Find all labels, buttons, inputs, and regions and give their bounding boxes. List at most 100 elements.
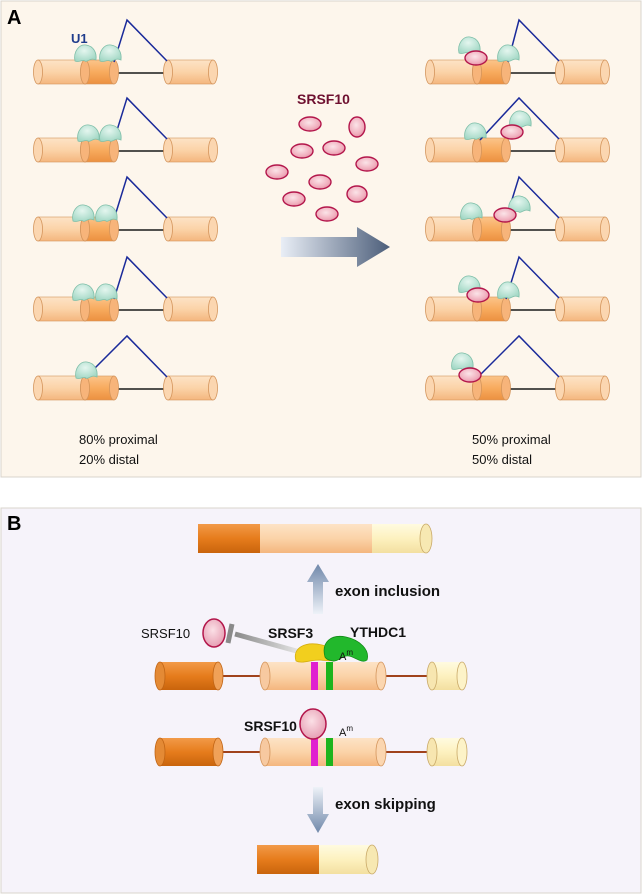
srsf10-protein [290, 143, 314, 159]
pre-mrna-inclusion [154, 661, 468, 691]
exon-2 [559, 137, 606, 163]
u1-snrnp [99, 124, 122, 142]
alt-exon-region-cap [80, 59, 90, 85]
product-exon-2 [260, 524, 372, 553]
alt-exon-region-cap [472, 216, 482, 242]
right-caption-proximal: 50% proximal [472, 432, 551, 447]
right-arrow [281, 227, 390, 267]
right-caption-distal: 50% distal [472, 452, 532, 467]
magenta-band [311, 738, 318, 766]
ythdc1-label: YTHDC1 [350, 624, 406, 640]
exon-2-end [208, 296, 218, 322]
alt-exon-region-end [501, 296, 511, 322]
exon-1 [429, 216, 478, 242]
exon-1-cap [425, 375, 435, 401]
product-exon-3 [372, 524, 426, 553]
exon-1-cap [33, 137, 43, 163]
exon-2-cap [163, 59, 173, 85]
alt-exon-region-end [109, 59, 119, 85]
exon-2 [559, 216, 606, 242]
exon-1 [160, 738, 218, 766]
green-band [326, 662, 333, 690]
alt-exon-region-cap [80, 296, 90, 322]
am-mark-bottom: Am [339, 724, 353, 739]
srsf10-protein [315, 206, 339, 222]
product-end-cap [365, 844, 379, 875]
srsf10-protein [355, 156, 379, 172]
exon-1 [429, 296, 478, 322]
exon-2-cap [555, 59, 565, 85]
exon-1-end [212, 661, 224, 691]
exon-1 [160, 662, 218, 690]
srsf10-protein [282, 191, 306, 207]
alt-exon-region-end [501, 137, 511, 163]
exon-2-cap [259, 737, 271, 767]
exon-3-cap [426, 661, 438, 691]
srsf10-label: SRSF10 [297, 91, 350, 107]
exon-1-cap [425, 216, 435, 242]
srsf10-bound-label: SRSF10 [244, 718, 297, 734]
u1-label: U1 [71, 31, 88, 46]
exon-2-cap [555, 216, 565, 242]
srsf10-inhibited-label: SRSF10 [141, 626, 190, 641]
exon-2-end [600, 375, 610, 401]
exon-2-cap [163, 137, 173, 163]
u1-snrnp [497, 44, 520, 62]
splicing-row [425, 18, 610, 85]
srsf10-protein [348, 116, 366, 138]
splice-junction [479, 96, 560, 141]
exon-2-end [375, 737, 387, 767]
exon-1-cap [33, 59, 43, 85]
srsf3-label: SRSF3 [268, 625, 313, 641]
ythdc1-protein [323, 635, 368, 662]
exon-2-cap [555, 296, 565, 322]
u1-snrnp [464, 122, 487, 140]
u1-snrnp [75, 361, 98, 379]
exon-2-cap [555, 375, 565, 401]
srsf10-protein-cloud [265, 116, 379, 222]
exon-1-cap [154, 661, 166, 691]
up-arrow [307, 564, 329, 614]
left-caption-distal: 20% distal [79, 452, 139, 467]
inhibition-line [234, 631, 301, 655]
product-exon-3 [319, 845, 372, 874]
splicing-row [425, 255, 610, 322]
splicing-row [33, 334, 218, 401]
exon-3-cap [426, 737, 438, 767]
u1-snrnp [72, 283, 95, 301]
alt-exon-region-end [109, 296, 119, 322]
alt-exon-region-end [109, 375, 119, 401]
exon-2 [559, 296, 606, 322]
srsf10-protein [346, 185, 368, 203]
srsf10-protein [322, 140, 346, 156]
exon-2 [265, 738, 381, 766]
srsf10-protein [466, 287, 490, 303]
product-exon-1 [198, 524, 260, 553]
u1-snrnp [95, 204, 118, 222]
exon-1-cap [425, 137, 435, 163]
exon-2 [167, 375, 214, 401]
exon-2 [559, 59, 606, 85]
alt-exon-region-cap [472, 137, 482, 163]
exon-2 [167, 296, 214, 322]
left-splicing-rows [33, 18, 218, 401]
splicing-row [33, 18, 218, 85]
splicing-row [33, 175, 218, 242]
exon-2 [265, 662, 381, 690]
u1-snrnp [95, 283, 118, 301]
exon-1 [429, 137, 478, 163]
splice-junction [113, 18, 168, 63]
exon-1-end [212, 737, 224, 767]
skipping-product [257, 844, 379, 875]
u1-snrnp [72, 204, 95, 222]
srsf10-inhibited [202, 618, 226, 648]
srsf10-protein [265, 164, 289, 180]
exon-1 [37, 59, 86, 85]
exon-2-end [600, 137, 610, 163]
exon-2-cap [163, 216, 173, 242]
left-caption-proximal: 80% proximal [79, 432, 158, 447]
exon-1-cap [154, 737, 166, 767]
exon-2-cap [163, 375, 173, 401]
srsf10-bound [299, 708, 327, 740]
exon-2 [167, 216, 214, 242]
